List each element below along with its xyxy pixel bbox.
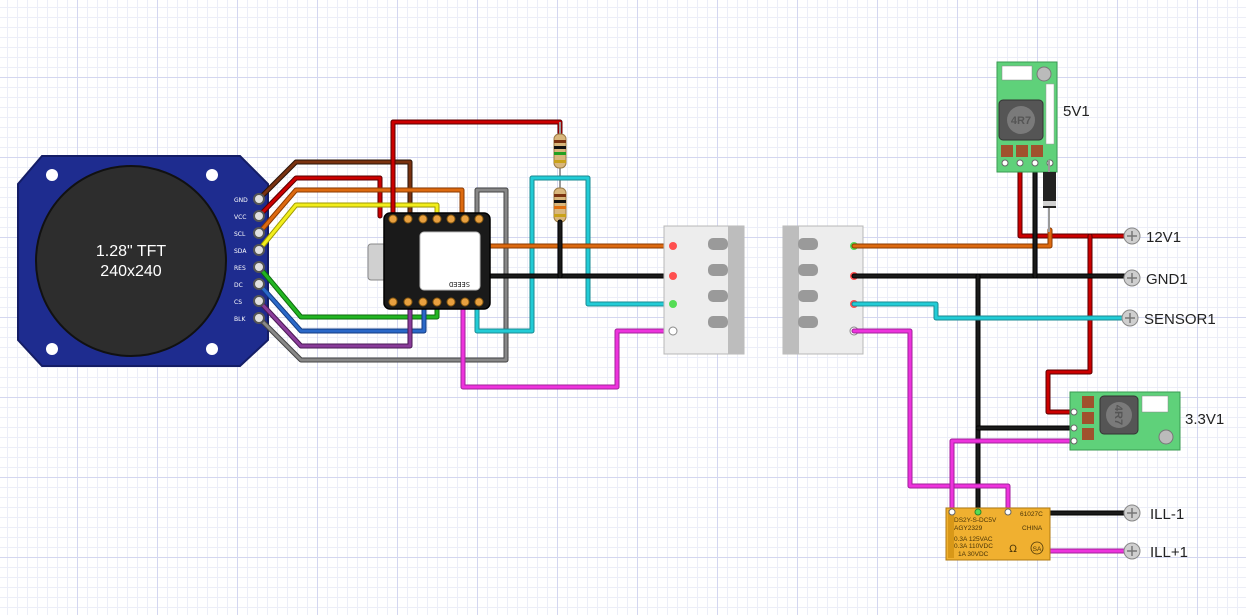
tft-pin-labels: GND VCC SCL SDA RES DC CS BLK (234, 197, 248, 323)
resistor-top (553, 133, 567, 169)
mcu-brand-label: SEEED (449, 280, 470, 288)
xiao-mcu-board[interactable]: SEEED (367, 212, 491, 310)
mcu-shield (419, 231, 481, 291)
connector-left[interactable] (663, 225, 745, 355)
mounting-hole (46, 343, 58, 355)
pin-label-sda: SDA (234, 248, 247, 255)
pin-label-gnd: GND (234, 197, 248, 204)
connector-right[interactable] (782, 225, 864, 355)
mounting-hole (46, 169, 58, 181)
pin-label-res: RES (234, 265, 246, 272)
diode (1043, 160, 1056, 232)
terminal-sensor1[interactable]: SENSOR1 (1121, 309, 1216, 328)
relay-origin: CHINA (1022, 525, 1043, 532)
pin-label-dc: DC (234, 282, 243, 289)
wires-mcu-to-connector (460, 175, 675, 390)
relay-label-2: AGY2329 (954, 525, 983, 532)
regulator-3v3[interactable]: 4R7 (1069, 391, 1181, 451)
relay-mark-icon (1030, 541, 1044, 555)
relay-label-3: 0.3A 125VAC (954, 536, 993, 543)
pin-label-cs: CS (234, 299, 242, 306)
relay-label-4: 0.3A 110VDC (954, 543, 993, 550)
wires-right-side (851, 157, 1131, 554)
terminal-gnd1[interactable]: GND1 (1123, 269, 1188, 288)
regulator-5v[interactable]: 4R7 (996, 61, 1058, 173)
terminal-12v1[interactable]: 12V1 (1123, 227, 1181, 246)
label-3v3-1: 3.3V1 (1185, 411, 1224, 428)
mcu-pins-bottom (388, 297, 484, 307)
mounting-hole (206, 169, 218, 181)
relay-code: 61027C (1020, 511, 1043, 518)
label-ill-minus: ILL-1 (1150, 506, 1184, 523)
inductor-label-5v: 4R7 (1011, 115, 1031, 127)
tft-display-module[interactable]: 1.28" TFT 240x240 GND VCC SCL SDA RES DC… (17, 155, 269, 367)
relay-module[interactable]: DS2Y-S-DC5V AGY2329 0.3A 125VAC 0.3A 110… (945, 507, 1051, 561)
pin-label-scl: SCL (234, 231, 246, 238)
resistor-divider[interactable] (390, 119, 567, 250)
pin-label-vcc: VCC (234, 214, 246, 221)
tft-resolution: 240x240 (100, 263, 161, 280)
tft-round-screen (35, 165, 227, 357)
mounting-hole (206, 343, 218, 355)
tft-pin-headers (253, 193, 265, 324)
terminal-ill-minus[interactable]: ILL-1 (1123, 504, 1184, 523)
relay-label-5: 1A 30VDC (958, 551, 989, 558)
mcu-pins-top (388, 214, 484, 224)
label-5v1: 5V1 (1063, 103, 1090, 120)
label-sensor1: SENSOR1 (1144, 311, 1216, 328)
label-12v1: 12V1 (1146, 229, 1181, 246)
label-gnd1: GND1 (1146, 271, 1188, 288)
terminal-ill-plus[interactable]: ILL+1 (1123, 542, 1188, 561)
inductor-label-3v3: 4R7 (1112, 405, 1124, 425)
ul-mark-icon: Ω (1009, 544, 1017, 555)
relay-label-1: DS2Y-S-DC5V (954, 517, 997, 524)
tft-title: 1.28" TFT (96, 243, 167, 260)
label-ill-plus: ILL+1 (1150, 544, 1188, 561)
relay-mark: SA (1033, 546, 1042, 553)
pin-label-blk: BLK (234, 316, 246, 323)
resistor-bottom (553, 187, 567, 223)
